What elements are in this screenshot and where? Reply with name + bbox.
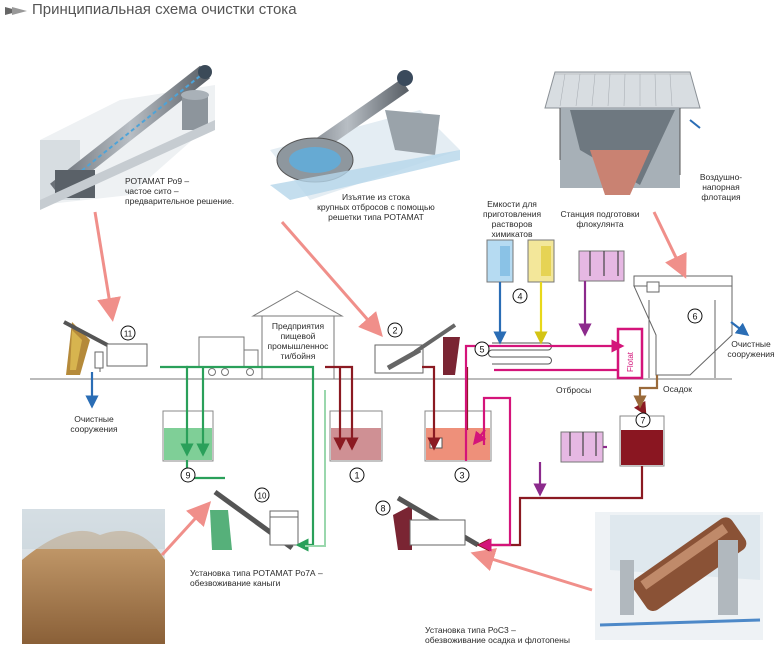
label-waste: Отбросы bbox=[556, 385, 592, 395]
truck-icon bbox=[198, 336, 259, 376]
label-reagent-tanks: Емкости для приготовления растворов хими… bbox=[482, 199, 542, 239]
svg-text:6: 6 bbox=[692, 312, 697, 322]
label-potamat-po9: РОТАМАТ Ро9 – частое сито – предваритель… bbox=[125, 176, 235, 206]
flocculant-station bbox=[578, 250, 625, 282]
svg-text:2: 2 bbox=[392, 326, 397, 336]
flow-brown bbox=[633, 375, 659, 409]
machine-8 bbox=[393, 495, 480, 550]
marker-7: 7 bbox=[635, 412, 651, 428]
screen-removal-photo bbox=[270, 70, 460, 200]
marker-11: 11 bbox=[120, 325, 136, 341]
page-title: Принципиальная схема очистки стока bbox=[32, 1, 297, 18]
flow-dark-red bbox=[325, 365, 647, 552]
arrow-title-icon bbox=[5, 7, 27, 15]
flotat-box bbox=[616, 327, 644, 380]
compost-heap-photo bbox=[22, 509, 165, 644]
flow-blue bbox=[85, 282, 750, 409]
label-poc3: Установка типа РоС3 – обезвоживание осад… bbox=[425, 625, 570, 645]
label-flocculant-station: Станция подготовки флокулянта bbox=[560, 209, 640, 229]
tank-7 bbox=[619, 415, 665, 467]
marker-3: 3 bbox=[454, 467, 470, 483]
flow-magenta bbox=[464, 339, 625, 552]
marker-8: 8 bbox=[375, 500, 391, 516]
label-po7a: Установка типа РОТАМАТ Ро7А – обезвожива… bbox=[190, 568, 323, 588]
number-markers: 1 2 3 4 5 6 7 8 9 10 11 bbox=[120, 288, 703, 516]
marker-10: 10 bbox=[254, 487, 270, 503]
machine-10 bbox=[210, 489, 299, 551]
machine-2 bbox=[374, 323, 460, 375]
tank-1 bbox=[329, 410, 383, 462]
marker-6: 6 bbox=[687, 308, 703, 324]
svg-text:5: 5 bbox=[479, 345, 484, 355]
marker-9: 9 bbox=[180, 467, 196, 483]
label-plant: Предприятия пищевой промышленнос ти/бойн… bbox=[267, 321, 329, 361]
label-daf: Воздушно- напорная флотация bbox=[699, 172, 743, 202]
reagent-tank-blue bbox=[486, 239, 514, 283]
potamat-po9-photo bbox=[40, 65, 215, 210]
reagent-tank-yellow bbox=[527, 239, 555, 283]
svg-text:9: 9 bbox=[185, 471, 190, 481]
svg-text:11: 11 bbox=[124, 330, 133, 339]
flotat-label: Flotat bbox=[626, 351, 635, 372]
svg-text:1: 1 bbox=[354, 471, 359, 481]
plant-house bbox=[251, 290, 344, 380]
flocculant-station-lower bbox=[560, 431, 604, 463]
svg-text:8: 8 bbox=[380, 504, 385, 514]
drum-dewatering-photo bbox=[595, 512, 763, 640]
flow-light-green bbox=[305, 390, 326, 547]
label-clean-right: Очистные сооружения bbox=[727, 339, 775, 359]
label-screen-removal: Изъятие из стока крупных отбросов с помо… bbox=[317, 192, 435, 222]
marker-2: 2 bbox=[387, 322, 403, 338]
svg-text:7: 7 bbox=[640, 416, 645, 426]
label-sediment: Осадок bbox=[663, 384, 692, 394]
machine-11 bbox=[63, 320, 148, 375]
marker-5: 5 bbox=[474, 341, 490, 357]
svg-text:3: 3 bbox=[459, 471, 464, 481]
marker-1: 1 bbox=[349, 467, 365, 483]
flow-purple bbox=[533, 281, 607, 497]
label-clean-left: Очистные сооружения bbox=[70, 414, 118, 434]
daf-unit-photo bbox=[544, 71, 701, 195]
daf-unit-6 bbox=[633, 275, 733, 378]
marker-4: 4 bbox=[512, 288, 528, 304]
svg-text:10: 10 bbox=[258, 492, 267, 501]
callout-arrows bbox=[93, 211, 687, 592]
svg-text:4: 4 bbox=[517, 292, 522, 302]
